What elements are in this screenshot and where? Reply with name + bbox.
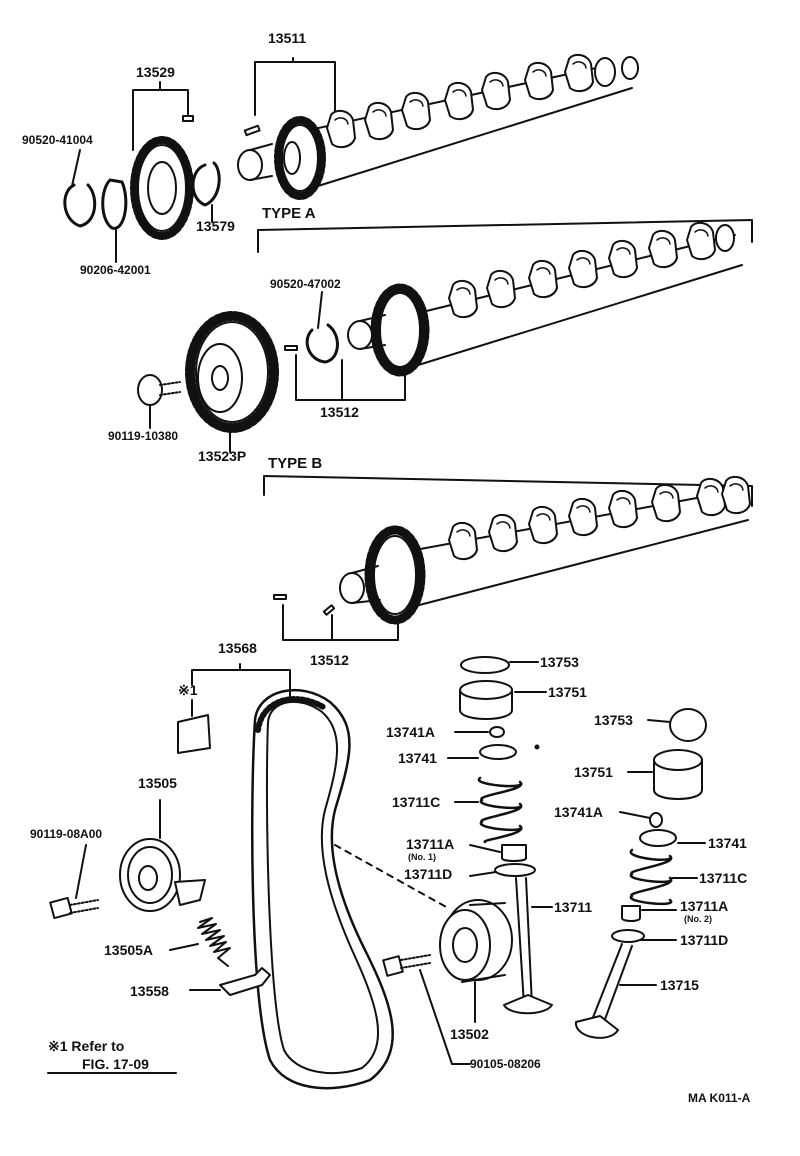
label-13502: 13502 — [450, 1026, 489, 1042]
label-13711C-right: 13711C — [699, 870, 748, 886]
label-13711: 13711 — [554, 899, 593, 915]
label-13741-left: 13741 — [398, 750, 437, 766]
heading-type-b: TYPE B — [268, 455, 323, 472]
type-a-bracket — [257, 219, 753, 253]
snap-ring-90520-47002 — [305, 291, 339, 364]
snap-ring-90520-41004 — [63, 149, 97, 228]
bolt-90119-08A00 — [49, 844, 99, 920]
label-13529: 13529 — [136, 64, 175, 80]
label-13511: 13511 — [268, 30, 307, 46]
label-13505: 13505 — [138, 775, 177, 791]
label-13711A-left: 13711A — [406, 836, 455, 852]
label-13741A-left: 13741A — [386, 724, 436, 740]
sub-gear-13529 — [130, 81, 194, 240]
label-13751-right: 13751 — [574, 764, 613, 780]
footnote-line2: FIG. 17-09 — [82, 1056, 149, 1072]
valve-train-right — [575, 708, 707, 1039]
label-13568: 13568 — [218, 640, 257, 656]
reference-card — [177, 699, 211, 754]
camshaft-13511 — [237, 53, 639, 200]
label-90119-10380: 90119-10380 — [108, 429, 179, 443]
note-no1: (No. 1) — [408, 852, 436, 862]
label-13751-left: 13751 — [548, 684, 587, 700]
label-90206-42001: 90206-42001 — [80, 263, 151, 277]
label-13753-right: 13753 — [594, 712, 633, 728]
camshaft-type-a — [347, 221, 743, 377]
label-13741-right: 13741 — [708, 835, 747, 851]
idler-13502 — [334, 844, 513, 1023]
tensioner-13505 — [119, 799, 206, 912]
figure-code: MA K011-A — [688, 1091, 751, 1105]
label-13579: 13579 — [196, 218, 235, 234]
bolt-90119-10380 — [137, 374, 181, 429]
label-90105-08206: 90105-08206 — [470, 1057, 541, 1071]
type-b-bracket — [263, 475, 753, 507]
label-13711D-left: 13711D — [404, 866, 453, 882]
label-13505A: 13505A — [104, 942, 154, 958]
bolt-90105-08206 — [382, 954, 471, 1065]
stud-13558 — [189, 967, 271, 996]
label-13753-left: 13753 — [540, 654, 579, 670]
timing-belt-13568 — [191, 663, 394, 1090]
label-13512-type-b: 13512 — [310, 652, 349, 668]
label-13512-type-a: 13512 — [320, 404, 359, 420]
label-13711C-left: 13711C — [392, 794, 441, 810]
label-13523P: 13523P — [198, 448, 247, 464]
label-13558: 13558 — [130, 983, 169, 999]
bracket-13512-type-a — [284, 345, 406, 401]
sprocket-13523P — [185, 311, 279, 453]
heading-type-a: TYPE A — [262, 205, 316, 222]
note-no2: (No. 2) — [684, 914, 712, 924]
label-13711D-right: 13711D — [680, 932, 729, 948]
label-90119-08A00: 90119-08A00 — [30, 827, 103, 841]
label-13711A-right: 13711A — [680, 898, 729, 914]
label-90520-47002: 90520-47002 — [270, 277, 341, 291]
label-13741A-right: 13741A — [554, 804, 604, 820]
valve-train-left — [447, 656, 553, 1015]
bracket-13512-type-b — [273, 594, 399, 641]
footnote-line1: ※1 Refer to — [48, 1038, 125, 1054]
camshaft-type-b — [339, 475, 751, 625]
wave-washer-90206-42001 — [101, 178, 128, 263]
reference-mark: ※1 — [178, 682, 198, 698]
spring-13505A — [169, 917, 231, 967]
label-13715: 13715 — [660, 977, 699, 993]
snap-ring-13579 — [191, 161, 221, 223]
label-90520-41004: 90520-41004 — [22, 133, 93, 147]
